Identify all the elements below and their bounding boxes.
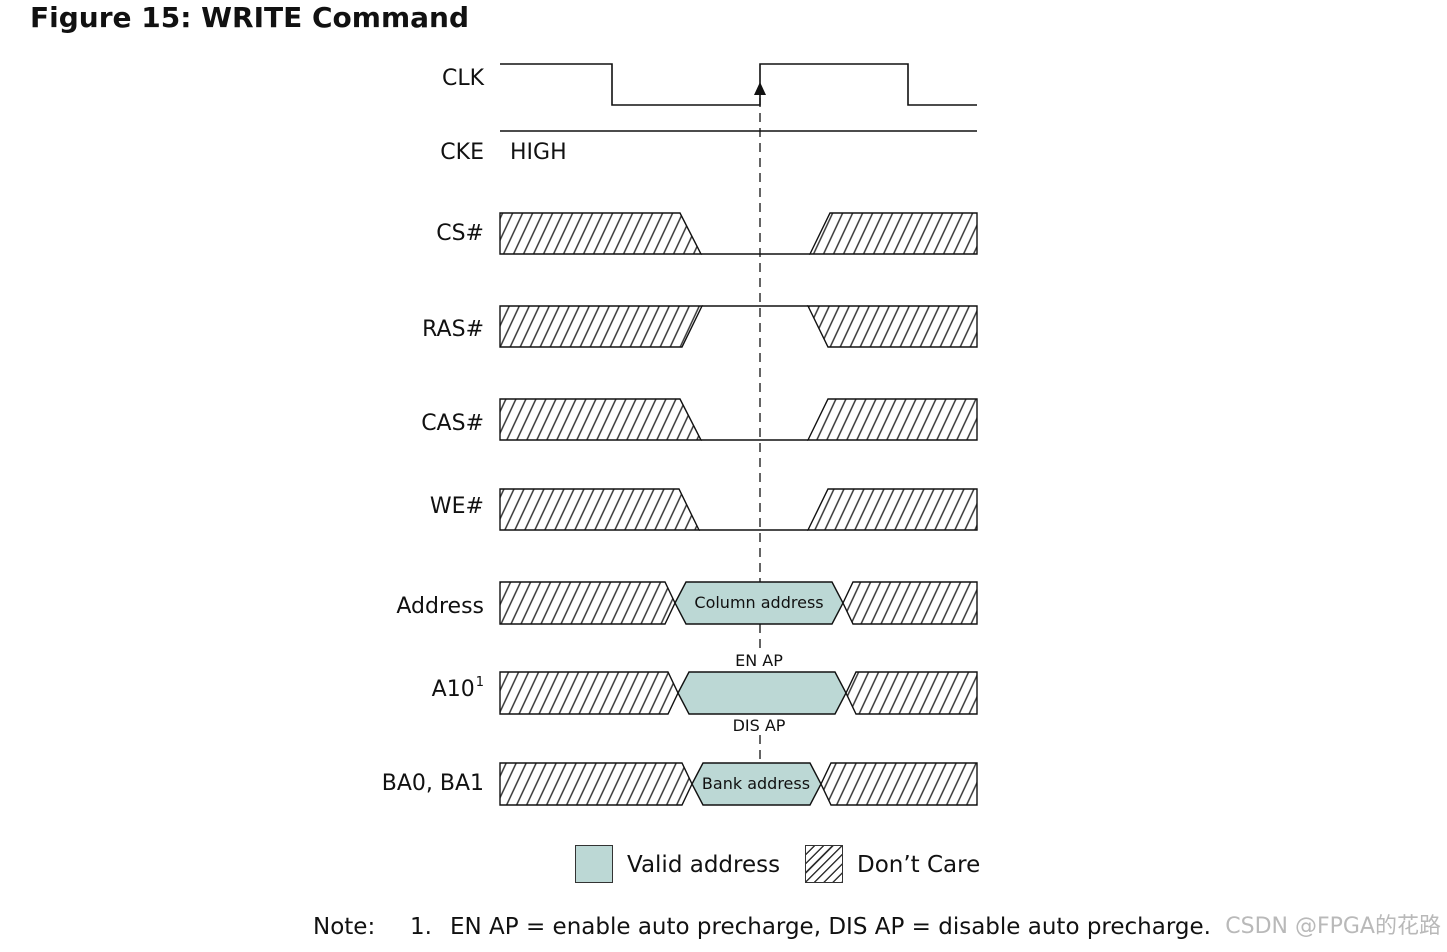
legend-valid-swatch — [575, 845, 613, 883]
ras-waveform — [499, 305, 978, 348]
cs-dont-care-after — [808, 212, 978, 255]
cas-waveform — [499, 398, 978, 441]
ba-dont-care-after — [820, 762, 978, 806]
cke-high-label: HIGH — [510, 140, 567, 165]
signal-label-cas: CAS# — [421, 411, 484, 436]
signal-label-clk: CLK — [441, 66, 484, 91]
a10-label-text: A10 — [431, 677, 475, 702]
signal-label-we: WE# — [429, 494, 484, 519]
we-dont-care-before — [499, 488, 701, 531]
cas-dont-care-after — [806, 398, 978, 441]
note-heading: Note: — [313, 914, 376, 940]
figure-title: Figure 15: WRITE Command — [30, 1, 470, 34]
legend-valid-label: Valid address — [627, 852, 781, 878]
clk-rising-edge-arrow — [754, 82, 766, 95]
clk-waveform — [500, 63, 977, 106]
ba-dont-care-before — [499, 762, 693, 806]
a10-waveform — [499, 671, 978, 715]
legend-dont-care-swatch — [805, 845, 843, 883]
note-text: EN AP = enable auto precharge, DIS AP = … — [450, 914, 1211, 940]
signal-label-ba: BA0, BA1 — [381, 771, 484, 796]
a10-dont-care-after — [845, 671, 978, 715]
column-address-text: Column address — [694, 593, 823, 612]
legend-dont-care-label: Don’t Care — [857, 852, 981, 878]
signal-label-cs: CS# — [436, 221, 484, 246]
ras-dont-care-before — [499, 305, 704, 348]
signal-label-cke: CKE — [440, 140, 484, 165]
address-dont-care-before — [499, 581, 676, 625]
we-waveform — [499, 488, 978, 531]
signal-label-address: Address — [396, 594, 484, 619]
signal-label-ras: RAS# — [422, 317, 484, 342]
cs-dont-care-before — [499, 212, 703, 255]
ba-waveform — [499, 762, 978, 806]
cs-waveform — [499, 212, 978, 255]
en-ap-text: EN AP — [735, 651, 783, 670]
a10-dont-care-before — [499, 671, 679, 715]
cas-dont-care-before — [499, 398, 703, 441]
ras-dont-care-after — [806, 305, 978, 348]
dis-ap-text: DIS AP — [733, 716, 786, 735]
watermark: CSDN @FPGA的花路 — [1225, 914, 1441, 939]
a10-valid-window — [677, 671, 847, 715]
bank-address-text: Bank address — [702, 774, 810, 793]
we-dont-care-after — [806, 488, 978, 531]
address-dont-care-after — [842, 581, 978, 625]
address-waveform — [499, 581, 978, 625]
a10-footnote-marker: 1 — [475, 675, 484, 690]
signal-label-a10: A101 — [431, 675, 484, 706]
note-number: 1. — [410, 914, 432, 940]
